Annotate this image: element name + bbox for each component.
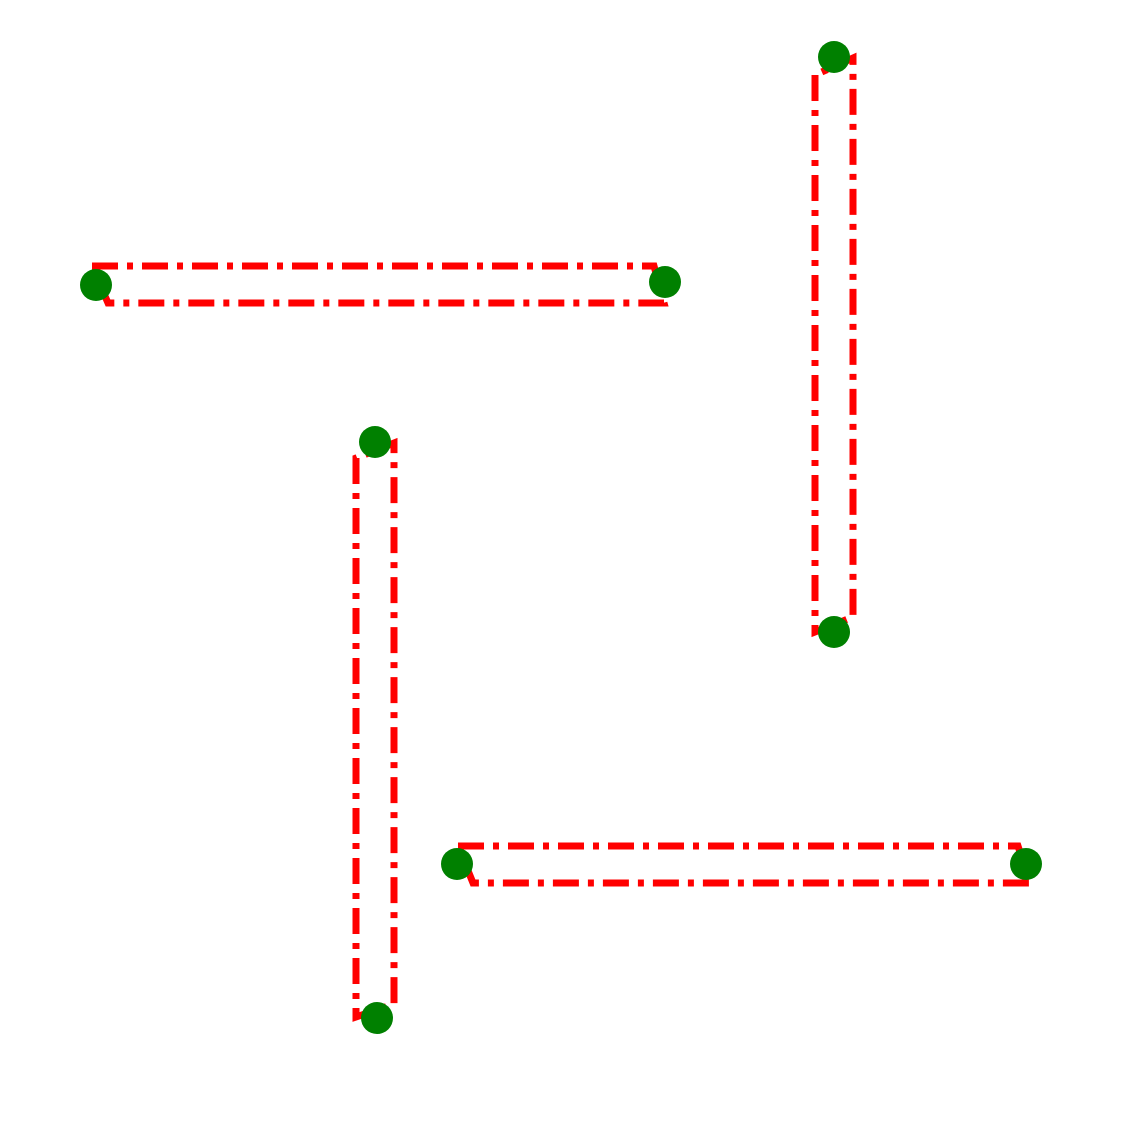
endpoint-marker: [361, 1002, 393, 1034]
endpoint-marker: [80, 269, 112, 301]
dashed-rect-outline: [86, 262, 669, 307]
endpoint-marker: [818, 41, 850, 73]
shape-bottom-left: [352, 426, 398, 1034]
shape-top-left: [80, 262, 681, 307]
dashed-rect-outline: [811, 52, 857, 638]
endpoint-marker: [359, 426, 391, 458]
dashed-rect-outline: [352, 437, 398, 1022]
shape-top-right: [811, 41, 857, 648]
dashed-rect-outline: [452, 842, 1035, 887]
endpoint-marker: [441, 848, 473, 880]
endpoint-marker: [818, 616, 850, 648]
endpoint-marker: [649, 266, 681, 298]
shape-bottom-right: [441, 842, 1042, 887]
endpoint-marker: [1010, 848, 1042, 880]
